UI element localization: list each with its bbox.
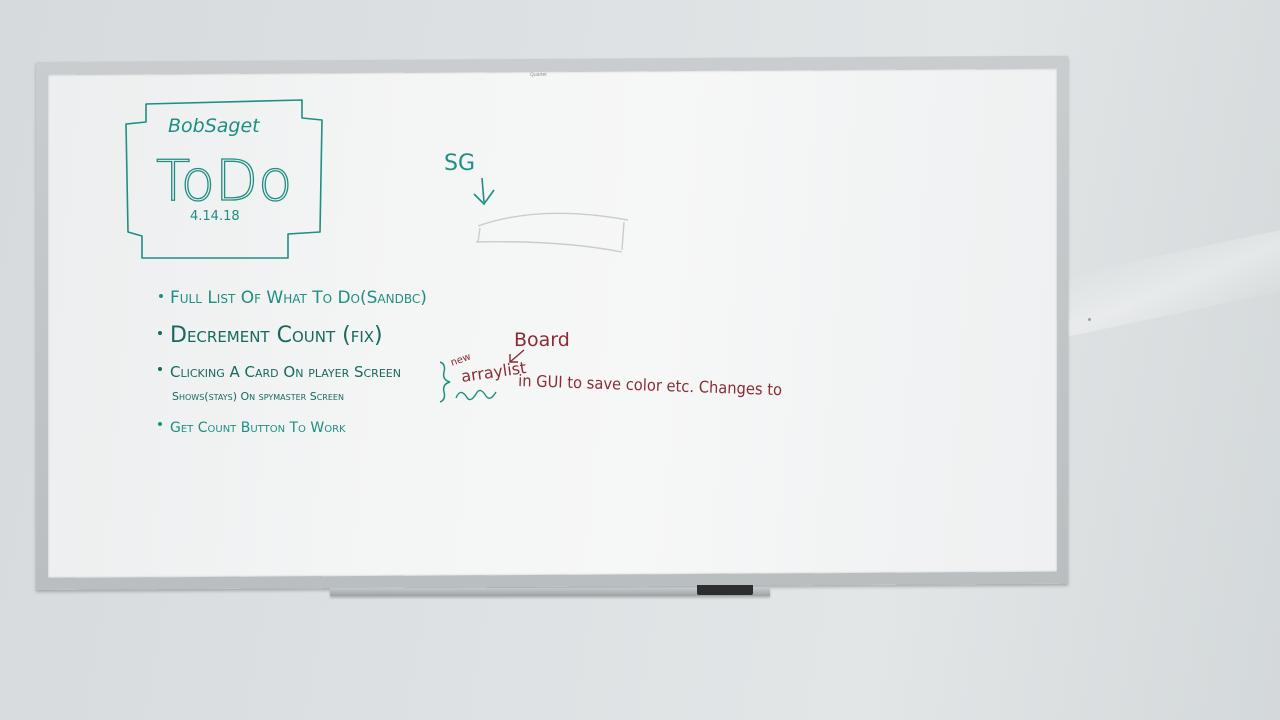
down-arrow-icon: [473, 177, 495, 206]
header-title: ToDo: [156, 149, 292, 214]
header-name: BobSaget: [168, 115, 261, 137]
bullet-3: [158, 367, 162, 371]
marker-tray: [330, 588, 770, 596]
eraser-marker: [697, 582, 753, 595]
note-arrow-icon: [509, 349, 525, 363]
todo-item-4: Get Count Button To Work: [170, 420, 346, 436]
todo-item-1: Full List Of What To Do(Sandbc): [170, 288, 427, 308]
curly-brace: [439, 361, 451, 403]
sketch-bar-outline: [475, 212, 629, 253]
wall-screw: [1088, 318, 1091, 321]
header-box-outline: [125, 99, 323, 259]
note-rest: in GUI to save color etc. Changes to: [518, 371, 783, 399]
diagram-label: SG: [444, 151, 475, 176]
note-board-label: Board: [514, 329, 570, 351]
header-date: 4.14.18: [190, 209, 240, 224]
bullet-2: [158, 331, 162, 335]
todo-item-3: Clicking A Card On player Screen: [170, 363, 401, 381]
bullet-4: [158, 422, 162, 426]
bullet-1: [159, 294, 163, 298]
todo-item-2: Decrement Count (fix): [170, 323, 383, 348]
scribble-mark: [455, 389, 497, 401]
todo-item-3-subtext: Shows(stays) On spymaster Screen: [172, 390, 344, 403]
